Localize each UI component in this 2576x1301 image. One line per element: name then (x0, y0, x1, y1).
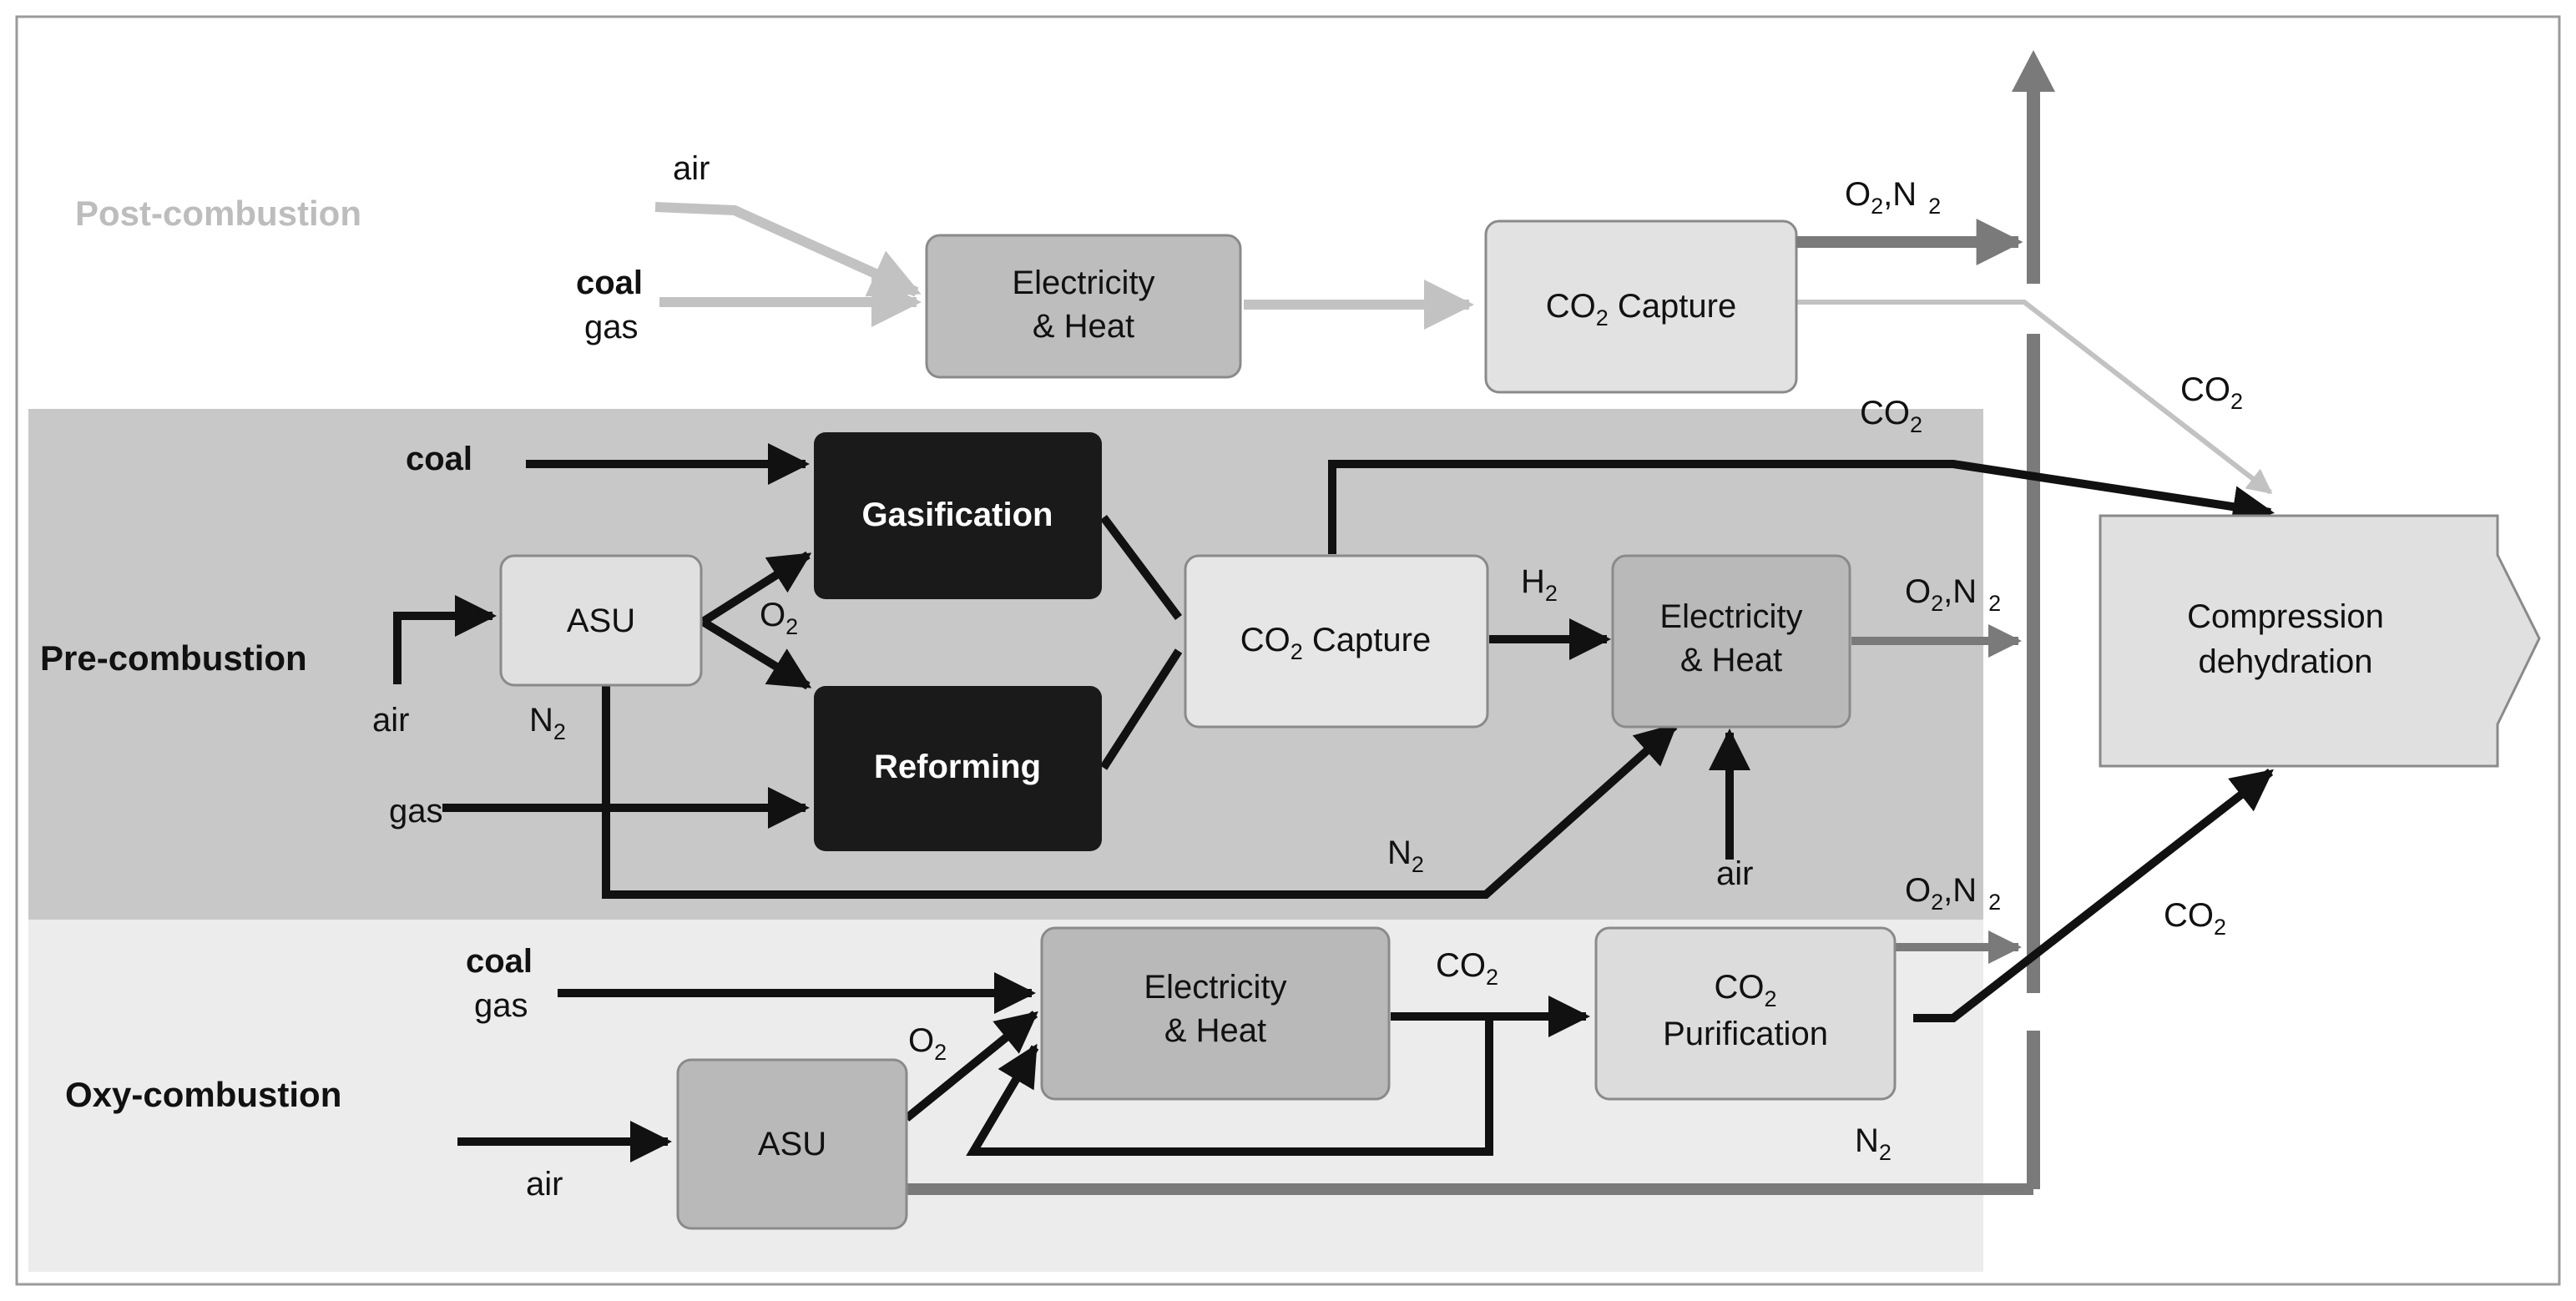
compression-dehydration-box (2099, 514, 2541, 768)
pre-electricity-heat-box (1611, 554, 1851, 729)
pre-co2-capture-box (1184, 554, 1489, 729)
oxy-air-label: air (526, 1166, 563, 1203)
post-electricity-heat-box (925, 234, 1242, 379)
oxy-o2-label: O2 (908, 1022, 947, 1065)
post-coal-label: coal (576, 265, 643, 301)
pre-coal-label: coal (406, 441, 472, 477)
oxy-asu-label: ASU (758, 1126, 826, 1162)
pre-h2-label: H2 (1521, 563, 1558, 606)
post-heat-label: & Heat (1033, 308, 1134, 345)
post-flows (654, 202, 2273, 495)
pre-air-bottom-label: air (1716, 855, 1753, 892)
post-electricity-label: Electricity (1012, 265, 1154, 301)
oxy-co2-purification-co2: CO2 (1714, 969, 1776, 1011)
oxy-coal-label: coal (466, 943, 533, 980)
post-co2-capture-box (1484, 219, 1798, 394)
post-air-label: air (673, 150, 710, 187)
oxy-co2-purification-box (1594, 926, 1897, 1101)
post-gas-label: gas (584, 309, 639, 345)
pre-n2-label: N2 (529, 702, 566, 744)
pre-electricity-label: Electricity (1659, 598, 1802, 635)
oxy-co2-out-label: CO2 (2164, 897, 2226, 940)
reforming-box (814, 686, 1102, 851)
section-pre-combustion: Pre-combustion (40, 638, 307, 678)
oxy-n2-label: N2 (1855, 1122, 1892, 1165)
oxy-co2-label: CO2 (1436, 947, 1498, 990)
oxy-electricity-label: Electricity (1144, 969, 1286, 1006)
frame (15, 15, 2561, 1286)
reforming-label: Reforming (874, 749, 1041, 785)
oxy-electricity-heat-box (1040, 926, 1391, 1101)
oxy-asu-box (676, 1058, 908, 1230)
gasification-box (814, 432, 1102, 599)
section-post-combustion: Post-combustion (75, 194, 361, 233)
pre-air-label: air (372, 702, 409, 739)
oxy-gas-label: gas (474, 987, 528, 1024)
oxy-flows (457, 972, 1590, 1162)
post-co2-capture-label: CO2 Capture (1546, 288, 1736, 330)
pre-asu-box (499, 554, 703, 687)
pre-n2-bottom-label: N2 (1387, 835, 1424, 877)
pre-flows (393, 443, 2275, 1022)
pre-heat-label: & Heat (1680, 642, 1782, 678)
vent-stack (2012, 50, 2055, 1189)
pre-co2-capture-label: CO2 Capture (1240, 622, 1431, 664)
pre-gas-label: gas (389, 793, 443, 830)
section-oxy-combustion: Oxy-combustion (65, 1075, 341, 1114)
pre-o2-label: O2 (760, 597, 798, 639)
post-co2-label: CO2 (2180, 371, 2243, 414)
oxy-purification-label: Purification (1663, 1016, 1828, 1052)
oxy-heat-label: & Heat (1164, 1012, 1266, 1049)
compression-label: Compression (2187, 598, 2384, 635)
pre-asu-label: ASU (567, 603, 635, 639)
gasification-label: Gasification (862, 497, 1053, 533)
dehydration-label: dehydration (2198, 643, 2372, 680)
pre-co2-label: CO2 (1860, 395, 1922, 437)
